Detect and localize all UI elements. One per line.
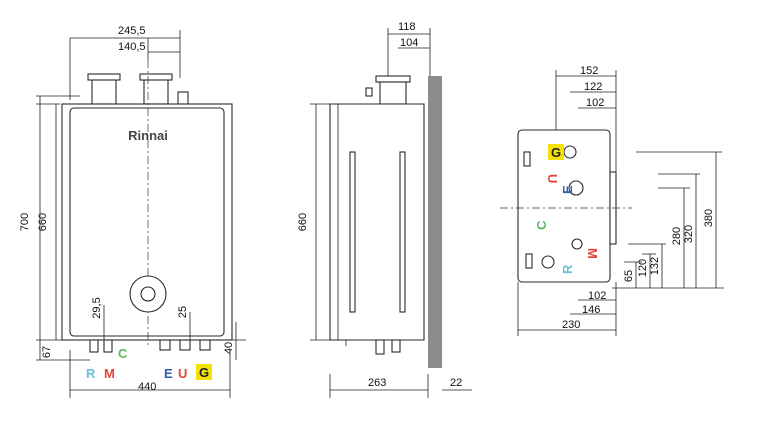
bottom-dim-bottom-c: 230 <box>562 319 580 331</box>
front-label-c: C <box>118 346 128 361</box>
front-label-u: U <box>178 366 187 381</box>
dim-overall-height: 700 <box>19 213 31 231</box>
dim-right-bottom-offset: 25 <box>177 306 189 318</box>
front-label-e: E <box>164 366 173 381</box>
bottom-label-c: C <box>534 220 549 230</box>
dim-top-width-a: 245,5 <box>118 25 146 37</box>
side-body <box>329 103 425 341</box>
dim-left-bottom-offset: 29,5 <box>91 297 103 318</box>
front-label-r: R <box>86 366 96 381</box>
bottom-dim-top-a: 152 <box>580 65 598 77</box>
front-label-m: M <box>104 366 115 381</box>
bottom-view: G U E C M R 152 122 102 380 320 280 132 … <box>500 65 724 336</box>
bottom-label-r: R <box>560 264 575 274</box>
side-dim-depth: 263 <box>368 377 386 389</box>
side-view: 118 104 660 263 22 <box>297 21 472 398</box>
bottom-label-g: G <box>551 145 561 160</box>
fitting-u <box>179 339 191 351</box>
side-dim-top-b: 104 <box>400 37 418 49</box>
fitting-m <box>103 339 113 353</box>
flue-outlet-left-cap <box>87 73 121 81</box>
bottom-label-m: M <box>585 248 600 259</box>
side-flue-cap <box>375 75 411 83</box>
bottom-label-e: E <box>560 185 575 194</box>
flue-outlet-right <box>143 77 169 105</box>
fitting-r <box>89 339 99 353</box>
bottom-label-u: U <box>545 174 560 183</box>
side-dim-wall-gap: 22 <box>450 377 462 389</box>
side-slot-left <box>349 151 356 313</box>
bottom-label-g-box <box>548 144 564 160</box>
top-bracket <box>177 91 189 105</box>
bottom-dim-top-b: 122 <box>584 81 602 93</box>
front-label-g-box <box>196 364 212 380</box>
control-knob-inner <box>140 286 156 302</box>
side-flue-knob <box>365 87 373 97</box>
bottom-dim-right-f: 65 <box>623 270 635 282</box>
side-dim-top-a: 118 <box>398 21 416 33</box>
front-panel <box>69 107 225 337</box>
dim-overall-width: 440 <box>138 381 156 393</box>
bottom-dim-right-a: 380 <box>703 209 715 227</box>
bottom-dim-right-d: 132 <box>649 257 661 275</box>
front-view: Rinnai 245,5 140,5 700 660 67 29,5 25 <box>19 25 246 398</box>
bottom-dim-bottom-b: 146 <box>582 304 600 316</box>
side-flue <box>379 81 407 105</box>
fitting-e <box>159 339 171 351</box>
dim-top-width-b: 140,5 <box>118 41 146 53</box>
bottom-dim-right-e: 120 <box>637 259 649 277</box>
front-label-g: G <box>199 365 209 380</box>
brand-logo: Rinnai <box>128 128 168 143</box>
side-slot-right <box>399 151 406 313</box>
bottom-dim-bottom-a: 102 <box>588 290 606 302</box>
dim-bottom-right: 40 <box>223 342 235 354</box>
bottom-dim-right-c: 280 <box>671 227 683 245</box>
flue-outlet-right-cap <box>139 73 173 81</box>
dim-body-height: 660 <box>37 213 49 231</box>
dim-bottom-left: 67 <box>41 346 53 358</box>
fitting-g <box>199 339 211 351</box>
side-dim-height: 660 <box>297 213 309 231</box>
bottom-dim-right-b: 320 <box>683 225 695 243</box>
flue-outlet-left <box>91 77 117 105</box>
wall <box>428 76 442 368</box>
bottom-dim-top-c: 102 <box>586 97 604 109</box>
